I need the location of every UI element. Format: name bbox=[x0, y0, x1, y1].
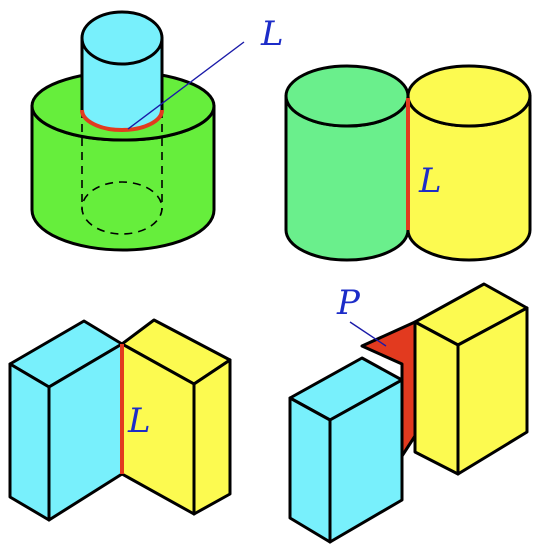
right-box-side bbox=[192, 358, 232, 516]
label-l: L bbox=[260, 14, 284, 54]
label-l: L bbox=[418, 161, 442, 201]
figure-cylinder-stack: L bbox=[30, 10, 284, 252]
back-box-side bbox=[456, 306, 529, 476]
front-box-side bbox=[328, 378, 404, 544]
figure-cylinder-pair: L bbox=[284, 64, 532, 262]
label-p: P bbox=[336, 283, 361, 323]
contact-face-p bbox=[360, 320, 417, 458]
leader-line bbox=[127, 41, 245, 130]
hidden-bottom-circle bbox=[81, 181, 163, 235]
front-box-front bbox=[288, 396, 332, 544]
left-cylinder-top bbox=[284, 64, 410, 128]
leader-line bbox=[349, 321, 387, 347]
small-cylinder-top bbox=[80, 10, 164, 66]
left-box-front bbox=[8, 362, 51, 522]
back-box-front bbox=[413, 320, 460, 476]
contact-curve-l bbox=[80, 109, 164, 132]
figure-box-pair: L bbox=[8, 318, 232, 522]
right-cylinder-top bbox=[406, 64, 532, 128]
figure-box-offset: P bbox=[288, 282, 529, 544]
label-l: L bbox=[127, 401, 151, 441]
